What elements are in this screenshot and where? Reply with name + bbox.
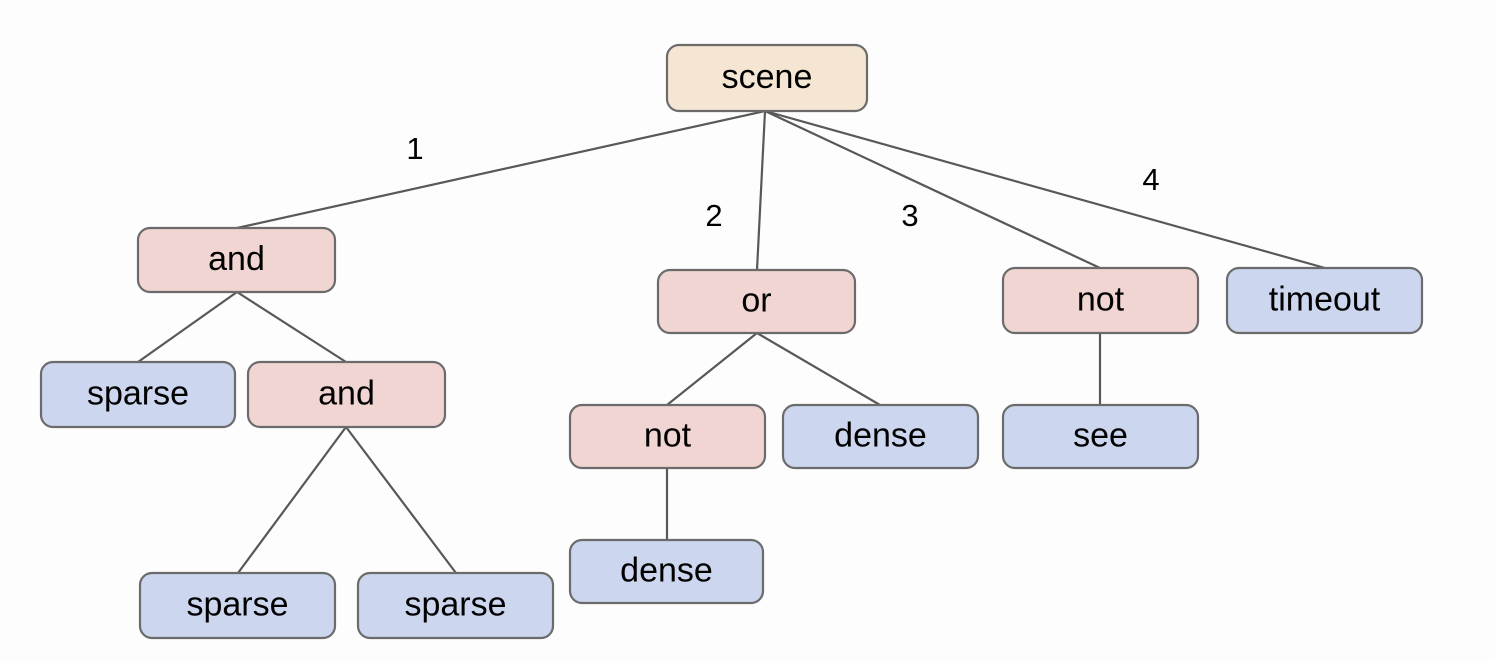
node-box-timeout1[interactable] [1225,266,1424,335]
tree-edge-scene-to-and1 [235,109,767,230]
node-label-see1: see [1073,416,1128,454]
tree-edge-and2-to-sparse3 [344,425,458,575]
tree-node-see1[interactable]: see [1001,403,1200,470]
tree-edge-scene-to-or1 [755,109,767,272]
edges-layer [136,109,1327,575]
edge-labels-layer: 1 2 3 4 [406,131,1159,233]
node-label-sparse1: sparse [87,374,189,412]
tree-node-or1[interactable]: or [656,268,857,335]
node-label-dense1: dense [834,416,927,454]
node-label-not2: not [1077,280,1125,318]
edge-label-2: 2 [705,198,722,233]
node-label-not1: not [644,416,692,454]
edge-label-4: 4 [1142,162,1159,197]
tree-node-and2[interactable]: and [246,360,447,429]
tree-edge-or1-to-not1 [665,331,759,407]
tree-edge-and1-to-and2 [235,290,348,364]
node-label-and2: and [318,374,375,412]
node-box-not1[interactable] [568,403,767,470]
tree-node-sparse1[interactable]: sparse [39,360,237,429]
tree-edge-and2-to-sparse2 [236,425,348,575]
tree-edge-scene-to-timeout1 [763,109,1327,270]
tree-node-sparse3[interactable]: sparse [356,571,555,640]
node-box-dense2[interactable] [568,538,765,605]
node-label-sparse2: sparse [186,585,288,623]
tree-edge-or1-to-dense1 [755,331,882,407]
node-box-sparse2[interactable] [138,571,337,640]
node-label-timeout1: timeout [1269,280,1381,318]
node-box-sparse1[interactable] [39,360,237,429]
node-box-sparse3[interactable] [356,571,555,640]
tree-node-not1[interactable]: not [568,403,767,470]
node-box-see1[interactable] [1001,403,1200,470]
tree-node-dense2[interactable]: dense [568,538,765,605]
node-box-dense1[interactable] [781,403,980,470]
node-box-and2[interactable] [246,360,447,429]
tree-node-timeout1[interactable]: timeout [1225,266,1424,335]
node-label-scene: scene [722,58,813,96]
tree-node-scene[interactable]: scene [665,43,869,113]
tree-node-and1[interactable]: and [136,226,337,294]
tree-node-sparse2[interactable]: sparse [138,571,337,640]
node-box-not2[interactable] [1001,266,1200,335]
edge-label-3: 3 [901,198,918,233]
tree-edge-and1-to-sparse1 [136,290,239,364]
node-label-and1: and [208,240,265,278]
node-label-sparse3: sparse [404,585,506,623]
nodes-layer: scene and sparse and sparse sparse or not dense d… [39,43,1424,640]
tree-node-not2[interactable]: not [1001,266,1200,335]
edge-label-1: 1 [406,131,423,166]
node-box-and1[interactable] [136,226,337,294]
tree-node-dense1[interactable]: dense [781,403,980,470]
node-box-scene[interactable] [665,43,869,113]
tree-edge-scene-to-not2 [763,109,1102,270]
node-label-or1: or [741,281,771,319]
node-box-or1[interactable] [656,268,857,335]
node-label-dense2: dense [620,551,713,589]
